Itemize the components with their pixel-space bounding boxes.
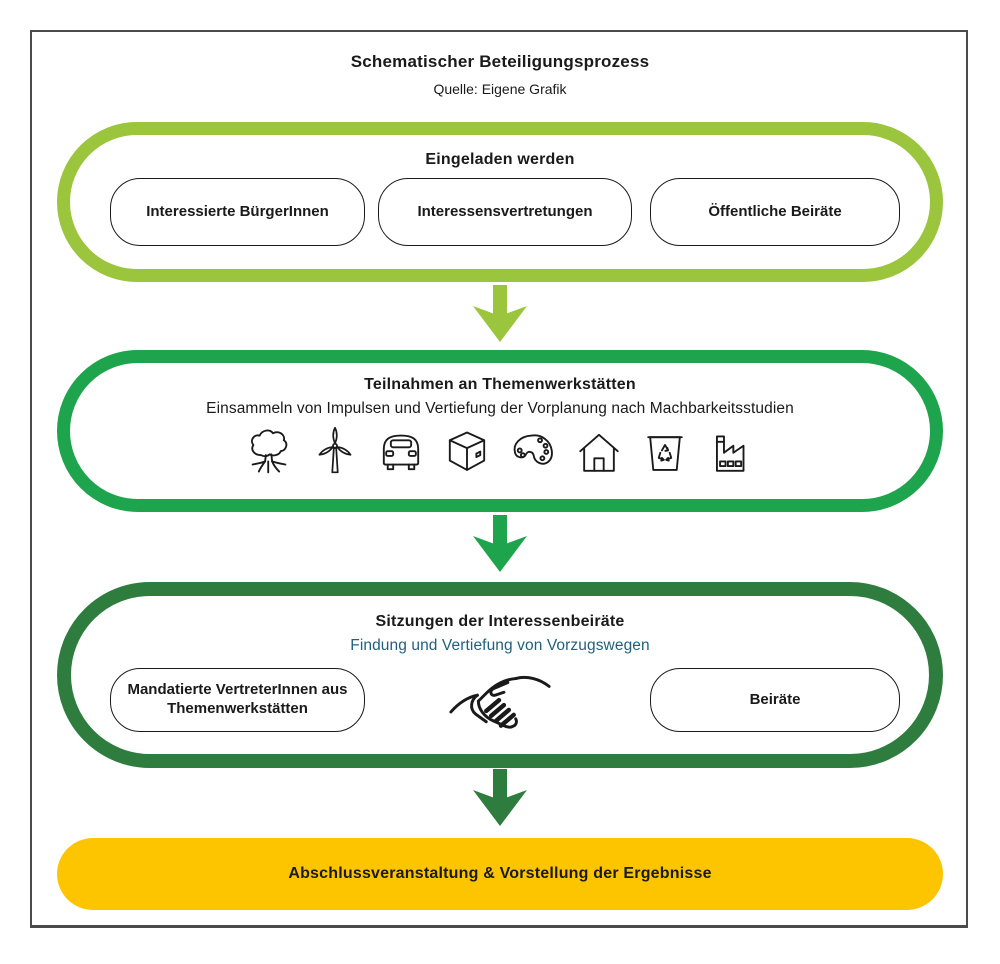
down-arrow-stage2 (470, 515, 530, 573)
down-arrow-stage1 (470, 285, 530, 343)
palette-icon (508, 427, 558, 477)
car-icon (376, 427, 426, 477)
tree-icon (244, 427, 294, 477)
page-title: Schematischer Beteiligungsprozess (350, 52, 650, 71)
stage3-heading: Sitzungen der Interessenbeiräte (375, 613, 625, 630)
stage-themenwerkstaetten: Teilnahmen an Themenwerkstätten Einsamme… (57, 350, 943, 512)
stage-eingeladen-werden: Eingeladen werden Interessierte BürgerIn… (57, 122, 943, 282)
title-block: Schematischer Beteiligungsprozess Quelle… (0, 52, 1000, 97)
house-icon (574, 427, 624, 477)
final-banner: Abschlussveranstaltung & Vorstellung der… (57, 838, 943, 910)
stage3-subheading: Findung und Vertiefung von Vorzugswegen (350, 637, 650, 654)
final-banner-label: Abschlussveranstaltung & Vorstellung der… (288, 865, 712, 882)
stage1-heading: Eingeladen werden (425, 151, 575, 168)
stage-interessenbeiraete: Sitzungen der Interessenbeiräte Findung … (57, 582, 943, 768)
handshake-icon (445, 662, 555, 754)
source-caption: Quelle: Eigene Grafik (433, 81, 567, 97)
pill-oeffentliche-beiraete: Öffentliche Beiräte (650, 178, 900, 246)
wind-turbine-icon (310, 427, 360, 477)
stage2-subheading: Einsammeln von Impulsen und Vertiefung d… (206, 400, 794, 417)
recycling-bin-icon (640, 427, 690, 477)
pill-interessensvertretungen: Interessensvertretungen (378, 178, 632, 246)
pill-interessierte-buergerinnen: Interessierte BürgerInnen (110, 178, 365, 246)
box-icon (442, 427, 492, 477)
stage2-heading: Teilnahmen an Themenwerkstätten (364, 376, 636, 393)
topic-icons-row (244, 427, 756, 477)
factory-icon (706, 427, 756, 477)
pill-mandatierte-vertreterinnen: Mandatierte VertreterInnen aus Themenwer… (110, 668, 365, 732)
down-arrow-stage3 (470, 769, 530, 827)
pill-beiraete: Beiräte (650, 668, 900, 732)
